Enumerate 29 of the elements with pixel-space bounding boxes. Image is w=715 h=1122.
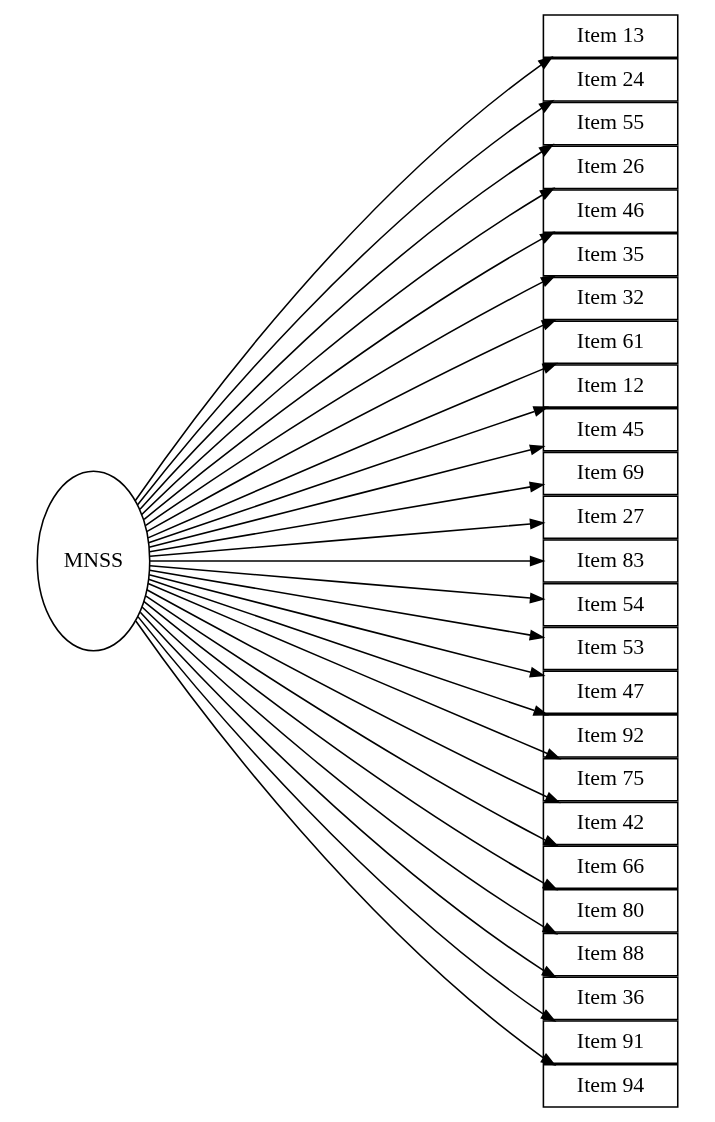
node-box: Item 46 xyxy=(542,189,679,233)
node-box: Item 27 xyxy=(542,495,679,540)
node-box: Item 94 xyxy=(542,1064,679,1108)
arrow xyxy=(148,569,546,641)
arrow xyxy=(146,588,561,804)
node-box: Item 47 xyxy=(542,670,679,715)
node-box: Item 55 xyxy=(542,101,679,146)
arrow xyxy=(148,574,546,678)
node-box: Item 35 xyxy=(542,232,679,277)
node-box: Item 13 xyxy=(542,14,679,58)
arrow xyxy=(148,444,546,548)
arrow xyxy=(147,582,562,760)
arrow xyxy=(149,564,546,604)
node-box: Item 54 xyxy=(542,582,679,627)
node-box: Item 26 xyxy=(542,145,679,190)
arrow xyxy=(147,406,550,544)
arrow xyxy=(149,518,546,558)
node-box: Item 69 xyxy=(542,451,679,496)
node-box: Item 45 xyxy=(542,407,679,452)
node-box: Item 24 xyxy=(542,57,679,102)
arrow xyxy=(149,555,546,567)
node-box: Item 53 xyxy=(542,626,679,671)
arrow xyxy=(143,600,559,891)
node-ellipse: MNSS xyxy=(36,470,151,652)
arrow xyxy=(145,595,560,847)
arrow xyxy=(148,481,546,553)
arrow xyxy=(147,578,550,716)
node-box: Item 83 xyxy=(542,539,679,583)
node-box: Item 32 xyxy=(542,276,679,321)
